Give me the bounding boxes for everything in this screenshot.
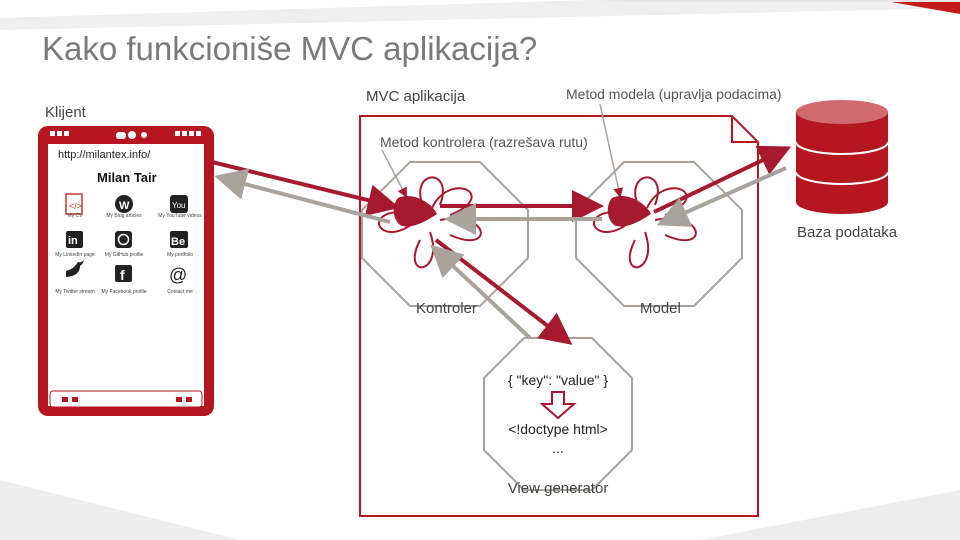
document-fold — [731, 116, 758, 143]
wordpress-icon: W — [115, 195, 133, 213]
model-method-pin — [607, 195, 651, 227]
app-caption[interactable]: My YouTube videos — [158, 213, 202, 219]
svg-text:You: You — [172, 201, 186, 210]
view-doctype-text: <!doctype html> — [508, 421, 608, 437]
app-caption[interactable]: Contact me — [167, 289, 193, 295]
controller-method-pin — [393, 195, 437, 227]
controller-label: Kontroler — [416, 300, 477, 317]
top-right-red-stripe — [820, 0, 960, 14]
svg-text:Be: Be — [171, 236, 185, 248]
file-code-icon: </> — [65, 193, 83, 215]
app-caption[interactable]: My Blog articles — [106, 213, 142, 219]
controller-method-label: Metod kontrolera (razrešava rutu) — [380, 134, 588, 150]
at-icon: @ — [169, 265, 187, 285]
page-title: Kako funkcioniše MVC aplikacija? — [42, 30, 538, 67]
address-bar-url[interactable]: http://milantex.info/ — [58, 149, 151, 161]
mvc-app-label: MVC aplikacija — [366, 88, 466, 105]
app-title: Milan Tair — [97, 170, 157, 185]
svg-text:W: W — [119, 200, 130, 212]
response-arrow — [214, 168, 391, 224]
app-caption[interactable]: My LinkedIn page — [55, 252, 95, 258]
app-caption[interactable]: My Twitter stream — [55, 289, 95, 295]
behance-icon: Be — [170, 231, 188, 248]
model-method-pointer — [599, 103, 624, 198]
database-label: Baza podataka — [797, 224, 898, 241]
view-to-controller-arrow — [430, 244, 532, 340]
app-grid: </> W You in Be f — [65, 193, 188, 285]
client-label: Klijent — [45, 104, 86, 121]
home-bar — [49, 390, 203, 408]
transform-down-arrow-icon — [539, 391, 577, 420]
svg-text:@: @ — [169, 265, 187, 285]
twitter-icon — [66, 260, 84, 277]
top-left-stripe — [0, 0, 960, 30]
bottom-left-stripe — [0, 480, 240, 540]
youtube-icon: You — [170, 195, 188, 213]
app-caption[interactable]: My Facebook profile — [101, 289, 147, 295]
svg-text:in: in — [68, 235, 78, 247]
bottom-right-stripe — [700, 490, 960, 540]
model-label: Model — [640, 300, 681, 317]
controller-method-pointer — [381, 149, 407, 198]
view-ellipsis: ... — [552, 440, 564, 456]
database-to-model-arrow — [656, 166, 787, 227]
github-icon — [115, 231, 132, 248]
svg-text:</>: </> — [69, 201, 82, 211]
app-caption[interactable]: My GitHub profile — [104, 252, 144, 258]
view-generator-label: View generator — [507, 480, 609, 497]
facebook-icon: f — [115, 265, 132, 283]
top-right-gray-stripe — [600, 0, 960, 2]
client-phone: </> W You in Be f — [38, 126, 214, 416]
model-method-label: Metod modela (upravlja podacima) — [566, 86, 782, 102]
view-data-text: { "key": "value" } — [507, 372, 609, 388]
app-caption[interactable]: My portfolio — [167, 252, 193, 258]
app-caption[interactable]: My CV — [67, 213, 83, 219]
svg-text:f: f — [120, 267, 125, 283]
database-icon — [795, 100, 889, 214]
linkedin-icon: in — [66, 231, 83, 248]
